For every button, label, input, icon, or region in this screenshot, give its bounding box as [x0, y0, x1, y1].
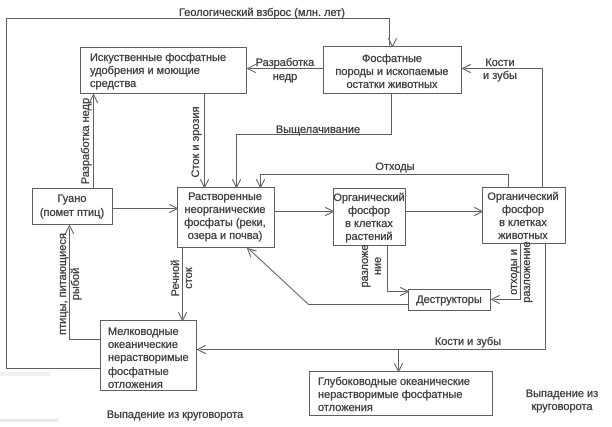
svg-text:Сток и эрозия: Сток и эрозия [190, 107, 202, 178]
svg-text:Деструкторы: Деструкторы [416, 294, 482, 306]
svg-text:озера и почва): озера и почва) [188, 230, 263, 242]
svg-text:ние: ние [372, 257, 384, 275]
svg-text:Мелководные: Мелководные [108, 326, 179, 338]
svg-text:неорганические: неорганические [185, 204, 266, 216]
svg-text:растений: растений [345, 231, 392, 243]
svg-text:Растворенные: Растворенные [188, 191, 262, 203]
svg-text:и зубы: и зубы [483, 70, 517, 82]
svg-text:удобрения и моющие: удобрения и моющие [90, 65, 200, 77]
svg-text:отложения: отложения [108, 379, 163, 391]
svg-text:средства: средства [90, 78, 137, 90]
svg-text:Органический: Органический [333, 192, 404, 204]
svg-text:Разработка: Разработка [256, 57, 316, 69]
svg-text:(помет птиц): (помет птиц) [40, 207, 104, 219]
svg-text:в клетках: в клетках [499, 217, 547, 229]
svg-text:Разработка недр: Разработка недр [80, 98, 92, 184]
svg-text:Выщелачивание: Выщелачивание [276, 124, 360, 136]
svg-text:Гуано: Гуано [58, 193, 87, 205]
svg-text:Фосфатные: Фосфатные [362, 53, 422, 65]
svg-text:фосфатные: фосфатные [108, 366, 169, 378]
svg-text:остатки животных: остатки животных [346, 79, 438, 91]
svg-text:фосфаты (реки,: фосфаты (реки, [184, 217, 266, 229]
svg-text:разложение: разложение [521, 241, 533, 302]
svg-text:недр: недр [273, 71, 298, 83]
svg-text:рыбой: рыбой [70, 268, 82, 301]
svg-text:в клетках: в клетках [345, 218, 393, 230]
svg-text:Кости и зубы: Кости и зубы [435, 336, 501, 348]
svg-text:разложе: разложе [359, 244, 371, 287]
svg-text:животных: животных [498, 230, 548, 242]
svg-text:нерастворимые фосфатные: нерастворимые фосфатные [318, 389, 462, 401]
svg-text:Геологический взброс (млн. лет: Геологический взброс (млн. лет) [179, 7, 345, 19]
svg-text:Речной: Речной [170, 260, 182, 297]
svg-text:океанические: океанические [108, 339, 178, 351]
svg-text:Органический: Органический [487, 191, 558, 203]
svg-text:Выпадение из круговорота: Выпадение из круговорота [107, 409, 244, 421]
svg-text:отложения: отложения [318, 402, 373, 414]
svg-text:Выпадение из: Выпадение из [526, 388, 598, 400]
svg-text:фосфор: фосфор [502, 204, 544, 216]
svg-text:Искуственные фосфатные: Искуственные фосфатные [90, 52, 226, 64]
svg-text:породы и ископаемые: породы и ископаемые [335, 66, 448, 78]
svg-text:нерастворимые: нерастворимые [108, 352, 189, 364]
svg-text:Глубоководные океанические: Глубоководные океанические [318, 376, 470, 388]
svg-text:фосфор: фосфор [348, 205, 390, 217]
svg-text:отходы и: отходы и [508, 249, 520, 295]
svg-text:Отходы: Отходы [375, 161, 414, 173]
svg-text:Кости: Кости [485, 57, 514, 69]
svg-text:круговорота: круговорота [531, 401, 593, 413]
svg-text:сток: сток [183, 267, 195, 289]
svg-text:птицы, питающиеся: птицы, питающиеся [57, 233, 69, 335]
